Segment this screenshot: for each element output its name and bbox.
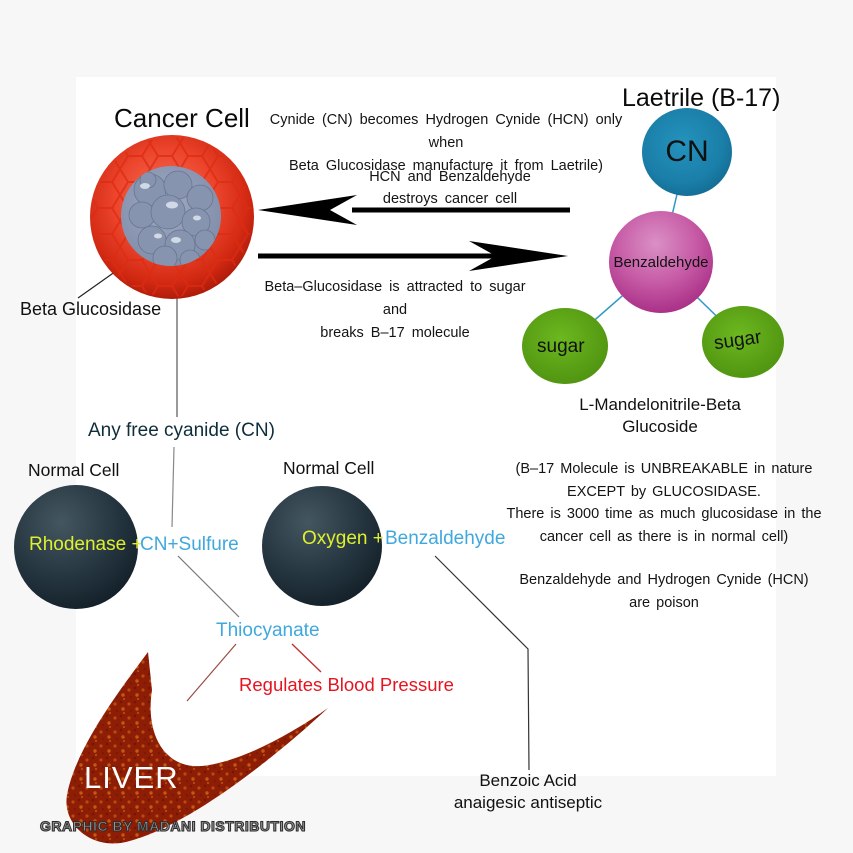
mandelonitrile-caption: L-Mandelonitrile-Beta Glucoside bbox=[560, 394, 760, 438]
cn-label: CN bbox=[665, 135, 709, 168]
poison-note-line1: Benzaldehyde and Hydrogen Cynide (HCN) bbox=[519, 572, 809, 588]
cynide-note-line2: Beta Glucosidase manufacture it from Lae… bbox=[289, 158, 603, 174]
b17-note-line2: EXCEPT by GLUCOSIDASE. bbox=[567, 483, 761, 500]
oxygen-label: Oxygen + bbox=[302, 528, 384, 549]
sugar-left-circle bbox=[522, 308, 608, 384]
benzaldehyde-molecule-circle bbox=[609, 211, 713, 313]
benzoic-acid-line2: anaigesic antiseptic bbox=[453, 792, 603, 812]
attract-note-line1: Beta–Glucosidase is attracted to sugar a… bbox=[264, 279, 526, 318]
cancer-cell-illustration bbox=[90, 135, 254, 299]
liver-label: LIVER bbox=[84, 760, 179, 795]
cn-sulfure-label: CN+Sulfure bbox=[140, 534, 239, 555]
sugar-right-circle bbox=[702, 306, 784, 378]
hcn-left-arrow bbox=[258, 195, 570, 225]
cynide-note: Cynide (CN) becomes Hydrogen Cynide (HCN… bbox=[250, 109, 642, 178]
free-cyanide-label: Any free cyanide (CN) bbox=[88, 420, 275, 441]
poison-note: Benzaldehyde and Hydrogen Cynide (HCN) a… bbox=[504, 569, 824, 614]
poison-note-line2: are poison bbox=[629, 594, 699, 611]
b17-unbreakable-note: (B–17 Molecule is UNBREAKABLE in nature … bbox=[504, 458, 824, 548]
benzoic-acid-caption: Benzoic Acid anaigesic antiseptic bbox=[438, 770, 618, 813]
normal-cell-left-label: Normal Cell bbox=[28, 460, 120, 480]
benzoic-acid-line1: Benzoic Acid bbox=[479, 771, 577, 790]
mandelonitrile-caption-line2: Glucoside bbox=[622, 417, 698, 436]
cn-molecule-circle bbox=[642, 108, 732, 196]
b17-note-line1: (B–17 Molecule is UNBREAKABLE in nature bbox=[515, 461, 813, 477]
rhodenase-label: Rhodenase + bbox=[29, 534, 143, 555]
hcn-note-line2: destroys cancer cell bbox=[382, 191, 518, 207]
normal-cell-right-sphere bbox=[262, 486, 382, 606]
b17-note-line4: cancer cell as there is in normal cell) bbox=[539, 528, 789, 545]
hcn-note-line1: HCN and Benzaldehyde bbox=[369, 169, 531, 185]
mandelonitrile-caption-line1: L-Mandelonitrile-Beta bbox=[579, 395, 741, 414]
benzaldehyde-pathway-label: Benzaldehyde bbox=[385, 528, 506, 549]
b17-note-line3: There is 3000 time as much glucosidase i… bbox=[506, 506, 822, 522]
cynide-note-line1: Cynide (CN) becomes Hydrogen Cynide (HCN… bbox=[269, 112, 623, 151]
cell-nucleus-blobs bbox=[128, 170, 216, 266]
glucosidase-right-arrow bbox=[258, 241, 568, 271]
thiocyanate-label: Thiocyanate bbox=[216, 620, 320, 641]
attract-note-line2: breaks B–17 molecule bbox=[320, 325, 470, 341]
normal-cell-right-label: Normal Cell bbox=[283, 458, 375, 478]
sugar-left-label: sugar bbox=[537, 336, 585, 357]
hcn-note: HCN and Benzaldehyde destroys cancer cel… bbox=[365, 166, 535, 210]
cancer-cell-title: Cancer Cell bbox=[114, 103, 250, 133]
laetrile-title: Laetrile (B-17) bbox=[622, 84, 781, 112]
normal-cell-left-sphere bbox=[14, 485, 138, 609]
liver-swoosh-shape bbox=[66, 652, 328, 844]
beta-glucosidase-label: Beta Glucosidase bbox=[20, 299, 162, 319]
credit-text: GRAPHIC BY MADANI DISTRIBUTION bbox=[40, 818, 306, 835]
attract-note: Beta–Glucosidase is attracted to sugar a… bbox=[250, 276, 540, 345]
regulates-blood-pressure-label: Regulates Blood Pressure bbox=[239, 674, 454, 695]
benzaldehyde-molecule-label: Benzaldehyde bbox=[613, 254, 709, 271]
